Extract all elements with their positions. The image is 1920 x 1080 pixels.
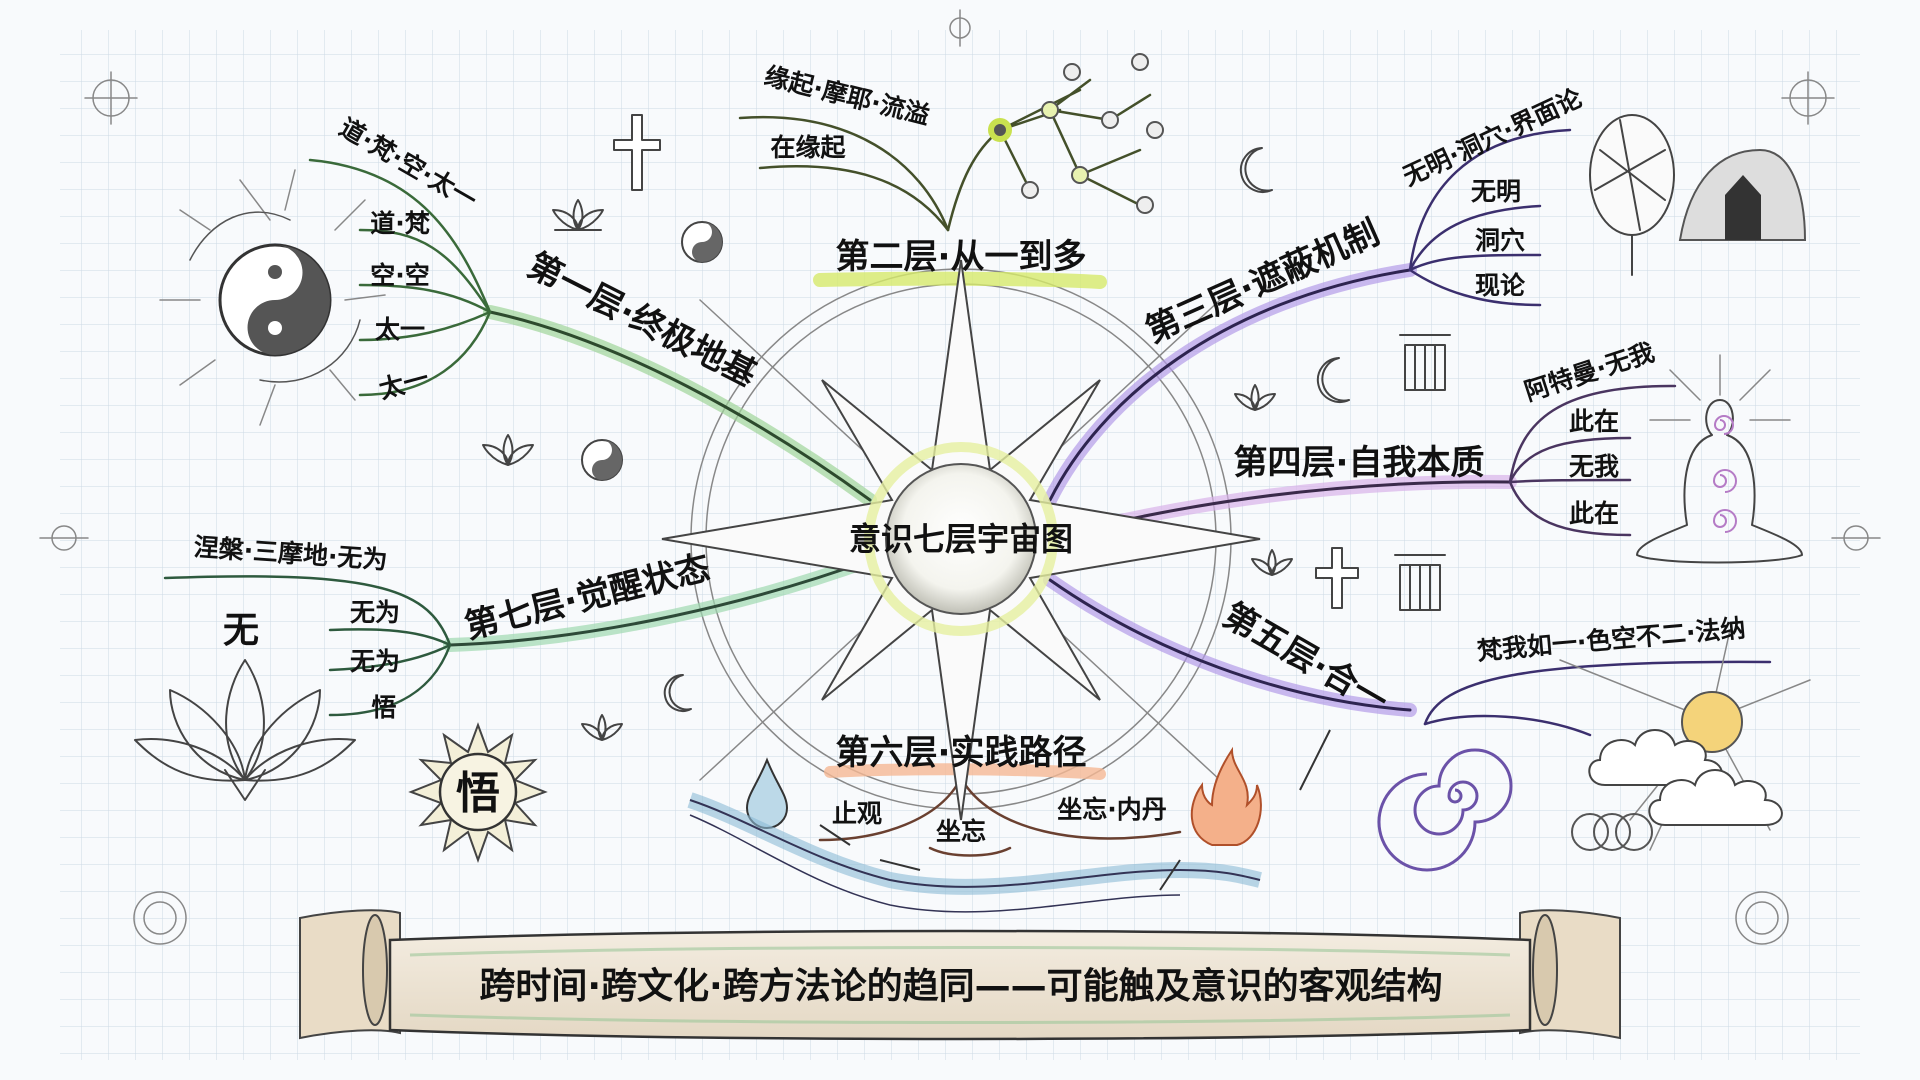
layer-4-branch[interactable]: 第四层·自我本质 阿特曼·无我 此在 无我 此在 <box>1234 337 1658 528</box>
crosshair-icon <box>39 9 1881 945</box>
layer-3-item: 洞穴 <box>1475 226 1525 255</box>
layer-7-item: 悟 <box>371 693 396 722</box>
layer-1-item: 道·梵 <box>370 209 430 238</box>
layer-6-item: 坐忘 <box>936 817 986 846</box>
layer-6-item: 坐忘·内丹 <box>1057 795 1167 824</box>
flame-icon <box>1190 746 1262 846</box>
infinity-rings-icon <box>1571 813 1653 851</box>
center-orb <box>885 463 1037 615</box>
mirror-icon <box>1589 114 1675 276</box>
layer-6-branch[interactable]: 第六层·实践路径 止观 坐忘 坐忘·内丹 <box>832 733 1167 846</box>
layer-2-label[interactable]: 第二层·从一到多 <box>836 237 1087 277</box>
cross-icon <box>613 114 1359 609</box>
sun-cloud-icon <box>1559 629 1811 851</box>
yin-yang-icon <box>581 221 723 481</box>
banner-text: 跨时间·跨文化·跨方法论的趋同——可能触及意识的客观结构 <box>479 966 1442 1007</box>
center-node[interactable]: 意识七层宇宙图 <box>661 259 1261 821</box>
sun-badge-icon: 悟 <box>408 722 548 863</box>
node-tree-icon <box>988 53 1164 214</box>
river-icon <box>687 729 1331 913</box>
lotus-icon <box>482 199 1293 741</box>
layer-4-item: 此在 <box>1569 407 1619 436</box>
layer-3-item: 无明 <box>1471 177 1521 206</box>
crescent-star-icon <box>663 147 1350 712</box>
layer-2-item: 在缘起 <box>770 133 846 162</box>
cave-icon <box>1678 148 1807 241</box>
layer-4-item: 无我 <box>1569 452 1619 481</box>
lotus-icon <box>134 659 356 801</box>
layer-6-item: 止观 <box>832 799 882 828</box>
layer-4-label[interactable]: 第四层·自我本质 <box>1234 443 1485 483</box>
layer-6-label[interactable]: 第六层·实践路径 <box>836 733 1087 773</box>
layer-3-item: 现论 <box>1475 271 1526 300</box>
layer-7-item: 无为 <box>350 647 400 676</box>
layer-1-item: 太一 <box>375 315 425 344</box>
layer-7-item: 无为 <box>350 598 400 627</box>
layer-4-item: 此在 <box>1569 499 1619 528</box>
spiral-icon <box>1377 748 1513 872</box>
meditator-icon <box>1636 354 1803 564</box>
layer-1-item: 空·空 <box>370 261 430 290</box>
center-title: 意识七层宇宙图 <box>849 520 1073 558</box>
banner-scroll: 跨时间·跨文化·跨方法论的趋同——可能触及意识的客观结构 <box>299 909 1621 1041</box>
yin-yang-icon <box>159 169 386 426</box>
greek-column-icon <box>1394 334 1451 611</box>
wu-enlighten-character: 悟 <box>456 768 500 819</box>
wu-character: 无 <box>223 610 259 651</box>
